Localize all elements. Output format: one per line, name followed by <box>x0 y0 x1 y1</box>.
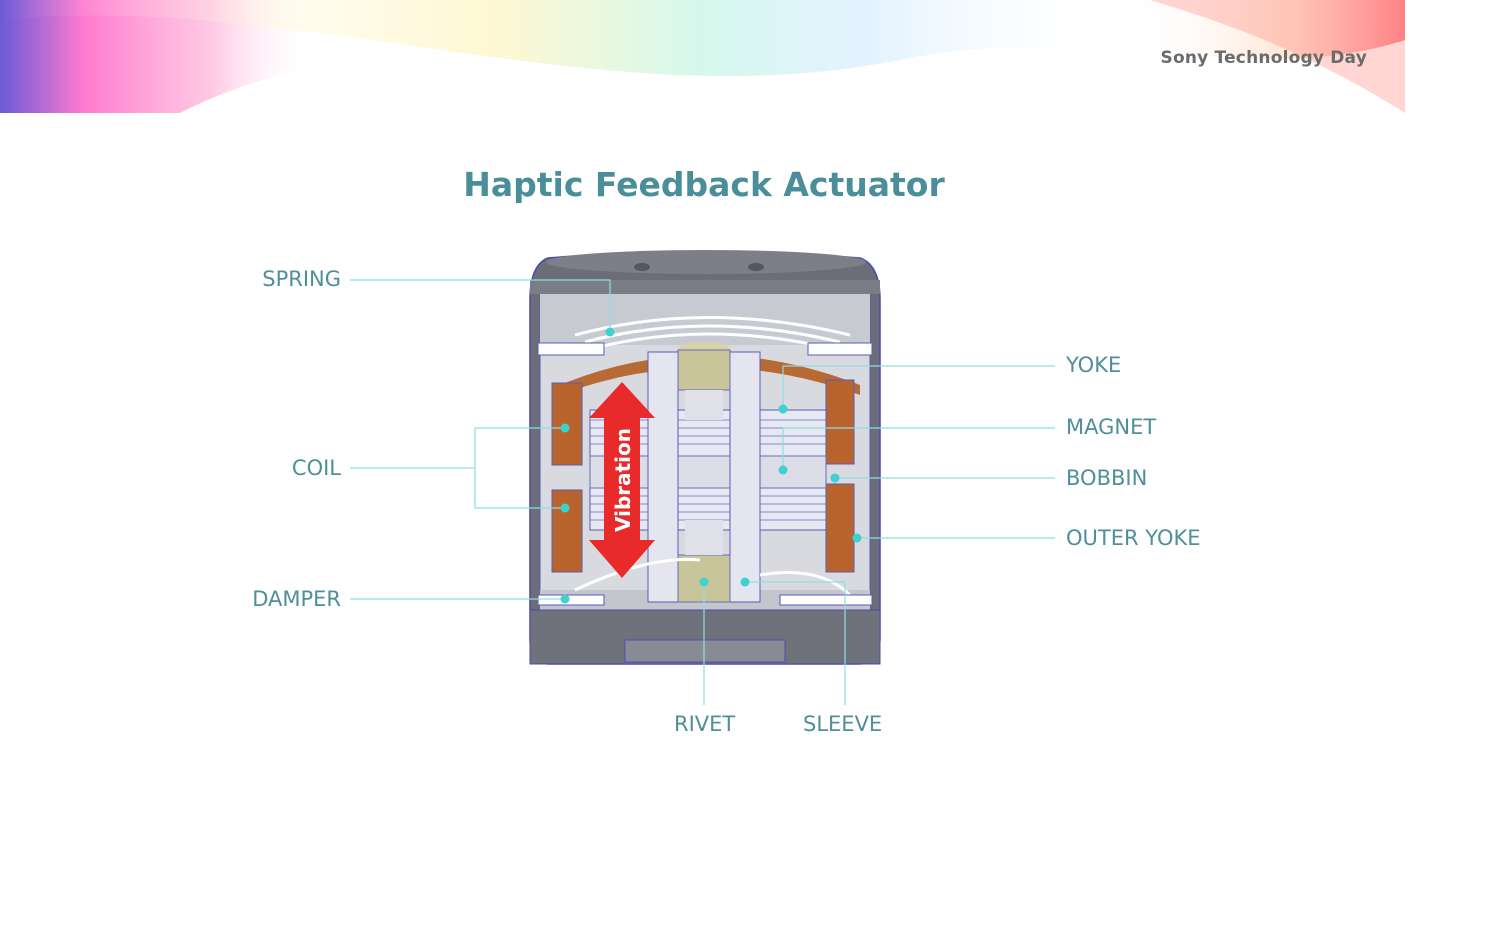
label-coil: COIL <box>291 456 341 480</box>
label-spring: SPRING <box>262 267 341 291</box>
header-banner <box>0 0 1405 113</box>
vibration-arrow <box>589 382 655 578</box>
damper-clip-right <box>779 594 873 606</box>
brand-text: Sony Technology Day <box>1160 48 1367 68</box>
spring-clip-right <box>807 342 873 356</box>
label-yoke: YOKE <box>1066 353 1122 377</box>
page-title: Haptic Feedback Actuator <box>463 165 945 204</box>
label-outer-yoke: OUTER YOKE <box>1066 526 1201 550</box>
outer-yoke-lower <box>825 483 855 573</box>
coil-lower <box>551 489 583 573</box>
vibration-label: Vibration <box>611 428 635 532</box>
label-magnet: MAGNET <box>1066 415 1157 439</box>
damper-bottom <box>574 557 852 597</box>
yoke-rim <box>560 355 860 395</box>
label-bobbin: BOBBIN <box>1066 466 1148 490</box>
rainbow-wave-graphic <box>0 0 1405 113</box>
damper-clip-left <box>537 594 605 606</box>
outer-yoke-upper <box>825 379 855 465</box>
rivet <box>677 342 731 603</box>
label-sleeve: SLEEVE <box>803 712 883 736</box>
callout-dots <box>560 327 862 604</box>
spring-clip-left <box>537 342 605 356</box>
leader-lines <box>350 279 1055 705</box>
spring-top <box>574 316 851 350</box>
label-rivet: RIVET <box>674 712 736 736</box>
yoke-column-right <box>729 351 761 603</box>
label-damper: DAMPER <box>252 587 341 611</box>
